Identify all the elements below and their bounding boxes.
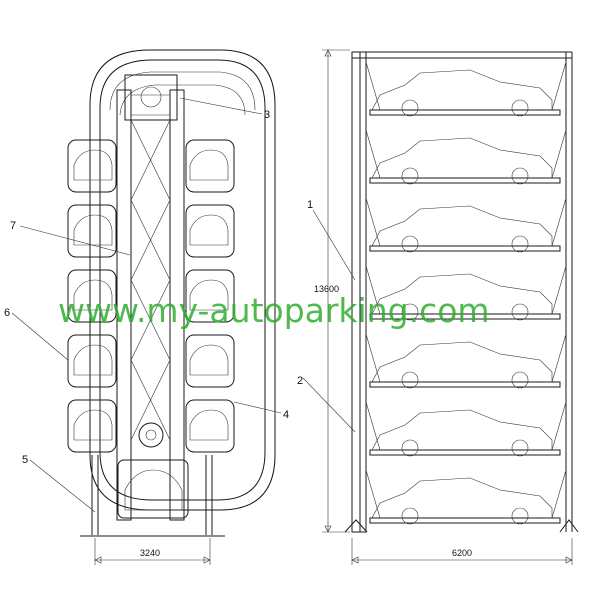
dim-front-width: 3240 (140, 548, 160, 558)
callout-3: 3 (264, 109, 270, 121)
callout-4: 4 (283, 409, 289, 421)
front-right-pallets (185, 139, 235, 453)
front-left-pallets (67, 139, 117, 453)
side-view: 13600 6200 (314, 49, 579, 565)
callouts: 1 2 3 4 5 6 7 (4, 97, 356, 513)
front-view: 3240 (67, 49, 276, 565)
callout-6: 6 (4, 307, 10, 319)
callout-1: 1 (307, 199, 313, 211)
callout-5: 5 (22, 454, 28, 466)
watermark-text: www.my-autoparking.com (58, 291, 490, 330)
callout-7: 7 (10, 220, 16, 232)
callout-2: 2 (297, 375, 303, 387)
side-pallets (365, 61, 567, 525)
dim-side-width: 6200 (452, 548, 472, 558)
dim-height: 13600 (314, 284, 339, 294)
